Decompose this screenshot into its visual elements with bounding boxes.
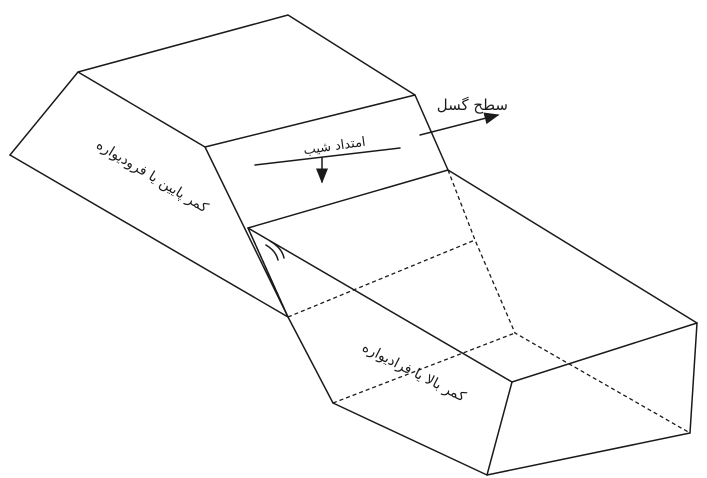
fault-plane-bottom-edge: [247, 169, 449, 229]
hanging-wall-end-left-edge: [486, 381, 513, 476]
footwall-block: [9, 14, 416, 318]
hanging-wall-top-near-edge: [247, 227, 513, 383]
hanging-wall-end-bottom-edge: [486, 432, 691, 476]
dip-angle-arc: [265, 240, 285, 261]
hidden-edges: [247, 169, 691, 434]
footwall-front-bottom-edge: [9, 154, 289, 318]
hidden-edge-lower-cross: [332, 332, 516, 404]
fault-plane-label: سطح گسل: [437, 96, 508, 114]
hanging-wall-label: کمر بالا یا فرادیواره: [359, 339, 468, 405]
fault-plane-pointer-arrow-icon: [419, 112, 500, 136]
fault-plane: [247, 94, 449, 229]
hanging-wall-end-top-edge: [511, 322, 698, 383]
hidden-edge-fault-extension: [447, 169, 691, 434]
hidden-edge-fault-corner: [247, 227, 289, 318]
footwall-front-right-edge: [204, 146, 289, 318]
hanging-wall-top-far-edge: [447, 169, 698, 324]
dip-direction-indicator: [254, 147, 401, 184]
footwall-top-face: [9, 14, 416, 156]
hidden-edge-upper-cross: [287, 239, 476, 318]
footwall-label: کمر پایین یا فرودیواره: [93, 137, 211, 217]
hanging-wall-block: [247, 169, 698, 476]
hanging-wall-end-right-edge: [689, 322, 698, 434]
hanging-wall-front-bottom-edge: [332, 402, 488, 476]
dip-direction-label: امتداد شیب: [303, 135, 367, 159]
strike-line: [254, 147, 401, 166]
